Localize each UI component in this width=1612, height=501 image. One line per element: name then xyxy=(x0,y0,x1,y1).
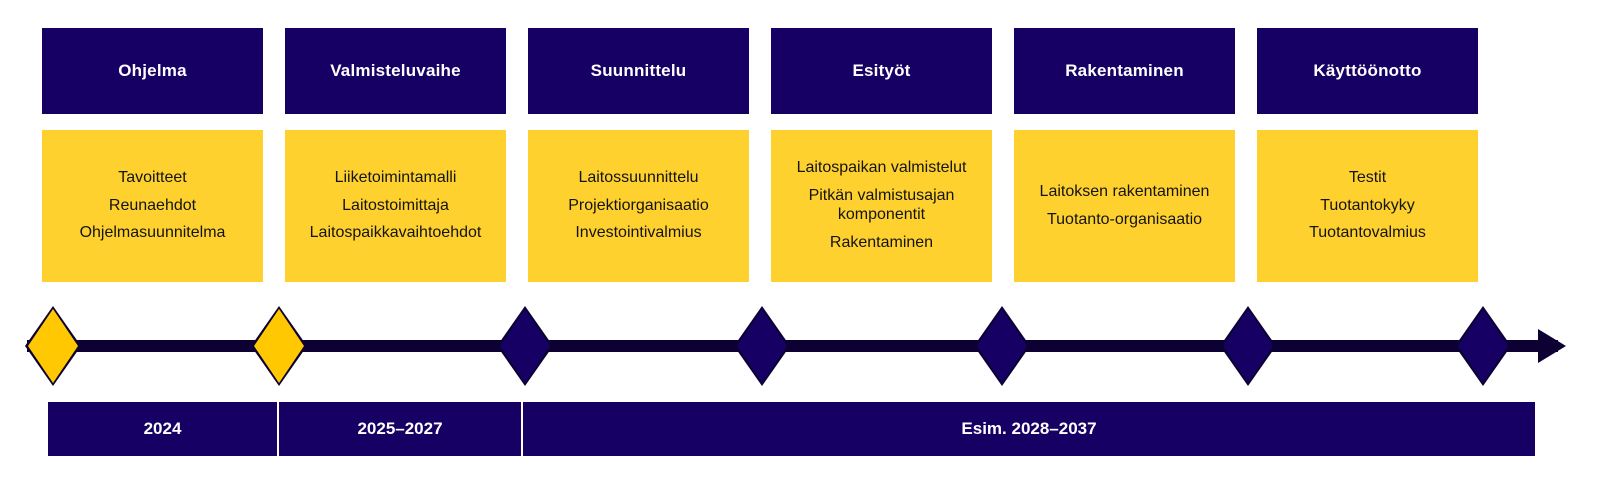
phase-item: Laitoksen rakentaminen xyxy=(1039,182,1210,200)
diamond-fill xyxy=(28,309,78,383)
diamond-fill xyxy=(1223,309,1273,383)
phase-item: Laitossuunnittelu xyxy=(578,168,699,186)
period-segment-2[interactable]: 2025–2027 xyxy=(279,402,523,456)
phase-item: Projektiorganisaatio xyxy=(568,196,709,214)
diamond-fill xyxy=(254,309,304,383)
phase-item: Laitostoimittaja xyxy=(342,196,449,214)
period-segment-1[interactable]: 2024 xyxy=(48,402,279,456)
phase-header-row: Ohjelma Valmisteluvaihe Suunnittelu Esityöt… xyxy=(42,28,1478,114)
diamond-fill xyxy=(737,309,787,383)
phase-header-4[interactable]: Esityöt xyxy=(771,28,992,114)
phase-item: Ohjelmasuunnitelma xyxy=(79,224,226,242)
milestone-diamond-1[interactable] xyxy=(25,306,81,386)
timeline-axis-line xyxy=(27,340,1558,352)
timeline-arrow-icon xyxy=(1538,329,1566,363)
milestone-diamond-4[interactable] xyxy=(734,306,790,386)
milestone-diamond-2[interactable] xyxy=(251,306,307,386)
phase-item: Testit xyxy=(1348,168,1387,186)
diamond-fill xyxy=(500,309,550,383)
milestone-diamond-6[interactable] xyxy=(1220,306,1276,386)
phase-header-3[interactable]: Suunnittelu xyxy=(528,28,749,114)
phase-item: Tuotanto-organisaatio xyxy=(1046,210,1203,228)
period-segment-3[interactable]: Esim. 2028–2037 xyxy=(523,402,1535,456)
phase-header-6[interactable]: Käyttöönotto xyxy=(1257,28,1478,114)
phase-item: Tuotantovalmius xyxy=(1309,224,1426,242)
milestone-diamond-3[interactable] xyxy=(497,306,553,386)
phase-item: Reunaehdot xyxy=(108,196,197,214)
phase-item: Tuotantokyky xyxy=(1320,196,1415,214)
timeline-axis-group xyxy=(0,296,1612,396)
phase-header-2[interactable]: Valmisteluvaihe xyxy=(285,28,506,114)
phase-item: Liiketoimintamalli xyxy=(334,168,457,186)
phase-item: Investointivalmius xyxy=(575,224,702,242)
milestone-diamond-5[interactable] xyxy=(974,306,1030,386)
phase-item: Laitospaikan valmistelut xyxy=(796,159,967,177)
milestone-diamond-7[interactable] xyxy=(1455,306,1511,386)
phase-item: Tavoitteet xyxy=(118,168,187,186)
phase-item: Pitkän valmistusajan komponentit xyxy=(808,187,955,223)
phase-item: Rakentaminen xyxy=(829,233,934,251)
phase-header-1[interactable]: Ohjelma xyxy=(42,28,263,114)
phase-item: Laitospaikkavaihtoehdot xyxy=(309,224,482,242)
diamond-fill xyxy=(977,309,1027,383)
diamond-fill xyxy=(1458,309,1508,383)
phase-header-5[interactable]: Rakentaminen xyxy=(1014,28,1235,114)
